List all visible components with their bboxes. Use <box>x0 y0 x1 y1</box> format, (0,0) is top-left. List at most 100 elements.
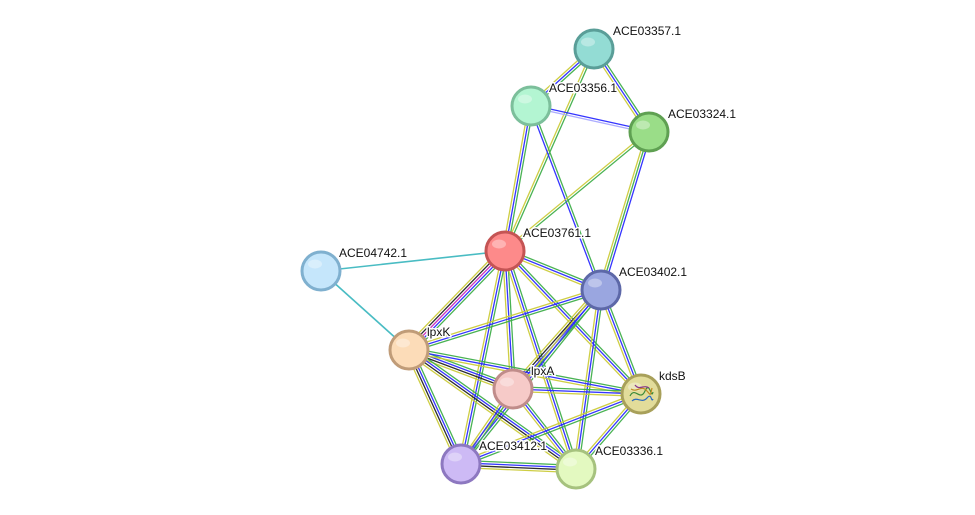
node-highlight <box>492 239 506 249</box>
node-ace03356-1[interactable] <box>510 85 552 127</box>
evidence-line <box>409 349 463 464</box>
evidence-line <box>602 132 652 291</box>
edge-lpxk-ace03412-1 <box>405 348 465 466</box>
structure-strand <box>631 395 654 402</box>
evidence-line <box>409 291 602 353</box>
node-ace04742-1[interactable] <box>300 250 342 292</box>
node-highlight <box>518 94 532 104</box>
node-ace03324-1[interactable] <box>628 111 670 153</box>
evidence-line <box>460 250 506 465</box>
evidence-line <box>505 132 651 253</box>
node-ace03357-1[interactable] <box>573 28 615 70</box>
node-circle[interactable] <box>580 269 622 311</box>
node-label-ace03336-1: ACE03336.1 <box>595 444 663 458</box>
node-label-ace03324-1: ACE03324.1 <box>668 107 736 121</box>
evidence-line <box>410 346 579 467</box>
evidence-line <box>513 385 642 393</box>
node-highlight <box>636 120 650 130</box>
node-ace03336-1[interactable] <box>555 448 597 490</box>
node-circle[interactable] <box>440 443 482 485</box>
node-highlight <box>396 338 410 348</box>
evidence-line <box>411 348 465 463</box>
node-label-lpxk: lpxK <box>427 325 450 339</box>
node-label-ace03761-1: ACE03761.1 <box>523 226 591 240</box>
structure-strand <box>630 387 653 395</box>
evidence-line <box>406 248 504 349</box>
edge-ace03356-1-ace03761-1 <box>501 105 535 252</box>
node-highlight <box>563 457 577 467</box>
node-lpxk[interactable] <box>388 329 430 371</box>
edge-ace03402-1-lpxk <box>408 287 602 353</box>
evidence-line <box>461 395 643 467</box>
node-circle[interactable] <box>484 230 526 272</box>
node-highlight <box>581 37 595 47</box>
node-highlight <box>588 278 602 288</box>
node-ace03761-1[interactable] <box>484 230 526 272</box>
edge-ace03402-1-ace03336-1 <box>572 289 605 470</box>
node-highlight <box>500 377 514 387</box>
node-circle[interactable] <box>628 111 670 153</box>
node-circle[interactable] <box>620 373 662 415</box>
label-layer: ACE03357.1ACE03356.1ACE03324.1ACE03761.1… <box>338 23 738 460</box>
evidence-line <box>462 291 604 466</box>
evidence-line <box>410 252 508 353</box>
evidence-line <box>529 106 601 291</box>
node-circle[interactable] <box>300 250 342 292</box>
evidence-line <box>408 287 601 349</box>
protein-structure-icon <box>629 384 654 402</box>
node-ace03402-1[interactable] <box>580 269 622 311</box>
edge-ace03761-1-ace03412-1 <box>458 250 508 465</box>
node-circle[interactable] <box>510 85 552 127</box>
edge-lpxk-ace03336-1 <box>406 346 579 473</box>
evidence-line <box>405 351 459 466</box>
edge-kdsb-ace03412-1 <box>459 391 643 467</box>
evidence-line <box>577 290 605 470</box>
node-circle[interactable] <box>555 448 597 490</box>
evidence-line <box>407 350 461 465</box>
evidence-line <box>504 105 532 252</box>
evidence-line <box>503 130 649 251</box>
node-label-ace03356-1: ACE03356.1 <box>549 81 617 95</box>
evidence-line <box>459 391 641 463</box>
edge-ace03324-1-ace03761-1 <box>503 130 651 253</box>
evidence-line <box>458 250 504 464</box>
node-lpxa[interactable] <box>492 368 534 410</box>
node-label-lpxa: lpxA <box>531 364 554 378</box>
node-circle[interactable] <box>388 329 430 371</box>
node-circle[interactable] <box>492 368 534 410</box>
node-kdsb[interactable] <box>620 373 662 415</box>
structure-strand <box>634 384 650 389</box>
evidence-line <box>411 253 509 354</box>
evidence-line <box>505 49 596 252</box>
node-label-ace04742-1: ACE04742.1 <box>339 246 407 260</box>
edge-ace03324-1-ace03402-1 <box>598 131 652 291</box>
evidence-line <box>408 349 642 395</box>
evidence-line <box>502 251 575 470</box>
node-label-ace03412-1: ACE03412.1 <box>479 439 547 453</box>
edge-ace03761-1-ace04742-1 <box>320 250 506 272</box>
evidence-line <box>405 247 503 348</box>
evidence-line <box>409 348 578 469</box>
evidence-line <box>408 250 506 351</box>
evidence-line <box>512 388 642 395</box>
node-label-kdsb: kdsB <box>659 369 686 383</box>
evidence-line <box>406 352 575 473</box>
node-circle[interactable] <box>573 28 615 70</box>
evidence-line <box>572 289 600 469</box>
edge-lpxa-kdsb <box>512 385 642 398</box>
node-label-ace03402-1: ACE03402.1 <box>619 265 687 279</box>
evidence-line <box>409 347 642 393</box>
evidence-line <box>501 105 530 251</box>
evidence-line <box>506 106 535 252</box>
evidence-line <box>460 393 642 465</box>
node-label-ace03357-1: ACE03357.1 <box>613 24 681 38</box>
node-ace03412-1[interactable] <box>440 443 482 485</box>
evidence-line <box>598 131 648 290</box>
evidence-line <box>462 251 508 465</box>
edge-ace03761-1-lpxk <box>405 247 509 354</box>
node-highlight <box>308 259 322 269</box>
evidence-line <box>575 289 602 470</box>
evidence-line <box>408 289 602 351</box>
evidence-line <box>320 250 506 272</box>
